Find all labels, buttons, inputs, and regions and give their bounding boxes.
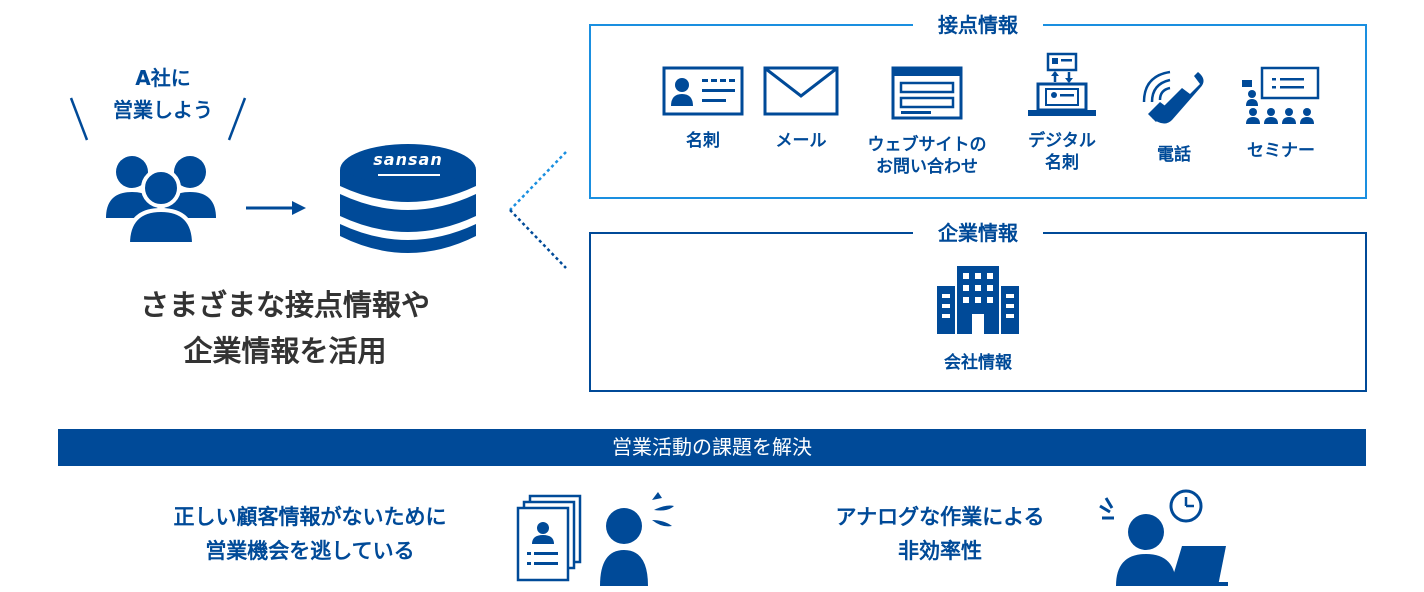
busy-person-with-clock-icon xyxy=(1098,488,1228,590)
solution-banner: 営業活動の課題を解決 xyxy=(58,429,1366,466)
arrow-right-icon xyxy=(244,198,308,222)
speech-text: A社に 営業しよう xyxy=(98,62,228,126)
company-item-label: 会社情報 xyxy=(944,353,1012,373)
digital-card-icon xyxy=(1028,52,1096,116)
speech-line-2: 営業しよう xyxy=(113,98,213,122)
touch-label-seminar: セミナー xyxy=(1247,141,1315,161)
touch-item-business-card: 名刺 xyxy=(638,66,768,152)
main-caption: さまざまな接点情報や 企業情報を活用 xyxy=(110,282,460,374)
worried-person-with-cards-icon xyxy=(516,490,676,590)
dotted-connector xyxy=(506,148,570,276)
people-group-icon xyxy=(104,152,218,248)
touch-label-email: メール xyxy=(775,131,827,151)
company-box-title: 企業情報 xyxy=(913,220,1043,246)
issue-text-1: 正しい顧客情報がないために 営業機会を逃している xyxy=(173,505,447,563)
caption-line-2: 企業情報を活用 xyxy=(183,334,387,368)
envelope-icon xyxy=(763,66,839,116)
business-card-icon xyxy=(662,66,744,116)
touch-item-phone: 電話 xyxy=(1109,66,1239,166)
phone-icon xyxy=(1142,70,1204,124)
sansan-database-icon: sansan xyxy=(338,140,478,258)
building-icon xyxy=(937,266,1019,334)
touch-item-email: メール xyxy=(736,66,866,152)
speech-left-mark xyxy=(68,96,90,146)
company-info-box: 企業情報 会社情報 xyxy=(589,220,1367,392)
touch-label-business-card: 名刺 xyxy=(686,131,720,151)
touch-item-web-form: ウェブサイトの お問い合わせ xyxy=(847,66,1007,178)
company-item: 会社情報 xyxy=(591,264,1365,374)
touch-item-seminar: セミナー xyxy=(1216,66,1346,162)
touchpoint-box-title: 接点情報 xyxy=(913,12,1043,38)
caption-line-1: さまざまな接点情報や xyxy=(139,288,430,322)
speech-right-mark xyxy=(226,96,248,146)
touch-label-web-form: ウェブサイトの お問い合わせ xyxy=(867,135,987,177)
touchpoint-info-box: 接点情報 名刺 メール ウェブサイトの お問い合わせ xyxy=(589,12,1367,199)
seminar-icon xyxy=(1242,66,1320,124)
issue-text-2: アナログな作業による 非効率性 xyxy=(835,505,1045,563)
touch-label-digital-card: デジタル 名刺 xyxy=(1028,131,1096,173)
sansan-logo-text: sansan xyxy=(373,150,443,169)
web-form-icon xyxy=(891,66,963,120)
logo-underline xyxy=(378,174,440,176)
touch-label-phone: 電話 xyxy=(1157,145,1191,165)
speech-line-1: A社に xyxy=(135,66,191,90)
touch-item-digital-card: デジタル 名刺 xyxy=(997,52,1127,174)
